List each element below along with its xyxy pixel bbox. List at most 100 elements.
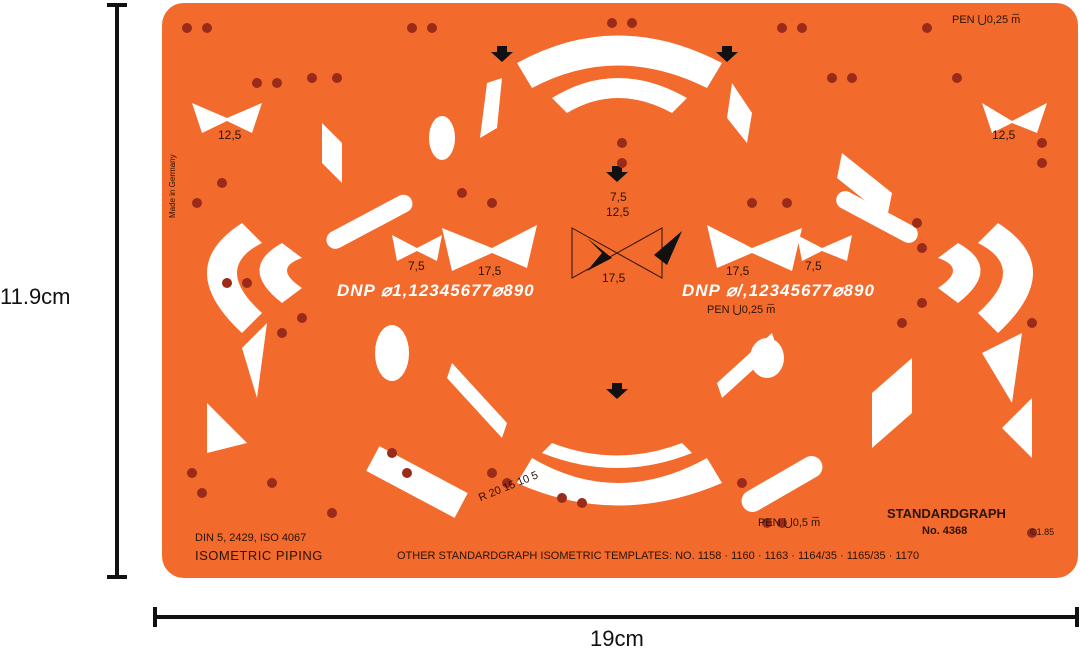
mounting-hole: [332, 73, 342, 83]
triangle-cutout: [1002, 398, 1032, 458]
right-inner-arc-cutout: [938, 243, 981, 303]
mounting-hole: [577, 498, 587, 508]
mounting-hole: [737, 478, 747, 488]
triangle-cutout: [982, 333, 1022, 403]
mounting-hole: [917, 243, 927, 253]
mounting-hole: [847, 73, 857, 83]
mounting-hole: [182, 23, 192, 33]
mounting-hole: [457, 188, 467, 198]
mounting-hole: [427, 23, 437, 33]
arrow-down-icon: [606, 383, 628, 399]
mounting-hole: [387, 448, 397, 458]
arrow-down-icon: [491, 46, 513, 62]
valve-ellipse: [375, 325, 409, 381]
mounting-hole: [242, 278, 252, 288]
mounting-hole: [827, 73, 837, 83]
mounting-hole: [922, 23, 932, 33]
left-outer-arc-cutout: [207, 223, 262, 333]
copyright-label: ©1.85: [1030, 527, 1055, 537]
bowtie-right-large: [707, 225, 802, 271]
mounting-hole: [1027, 318, 1037, 328]
mounting-hole: [407, 23, 417, 33]
bowtie-right-top: [982, 103, 1047, 133]
size-label: 17,5: [602, 271, 626, 285]
made-in-label: Made in Germany: [168, 154, 177, 218]
size-label: 7,5: [408, 259, 425, 273]
mounting-hole: [252, 78, 262, 88]
bottom-inner-arc-cutout: [542, 443, 692, 468]
triangle-cutout: [207, 403, 247, 453]
mounting-hole: [217, 178, 227, 188]
width-label: 19cm: [590, 626, 644, 651]
mounting-hole: [402, 468, 412, 478]
mounting-hole: [272, 78, 282, 88]
mounting-hole: [502, 478, 512, 488]
size-label: 12,5: [218, 128, 242, 142]
left-pipe-cutout: [326, 194, 413, 249]
top-inner-arc-cutout: [552, 78, 687, 113]
mounting-hole: [1037, 138, 1047, 148]
mounting-hole: [617, 138, 627, 148]
mounting-hole: [1027, 528, 1037, 538]
other-templates-label: OTHER STANDARDGRAPH ISOMETRIC TEMPLATES:…: [397, 550, 920, 562]
valve-ellipse: [429, 116, 455, 160]
mounting-hole: [762, 518, 772, 528]
zigzag-cutout: [717, 333, 777, 398]
top-arc-cutout: [517, 35, 722, 88]
zigzag-cutout: [447, 363, 507, 438]
mounting-hole: [1037, 158, 1047, 168]
pen-size-middle: PEN ⋃0,25 m̅: [707, 304, 776, 316]
mounting-hole: [627, 18, 637, 28]
pen-size-top: PEN ⋃0,25 m̅: [952, 14, 1021, 26]
mounting-hole: [307, 73, 317, 83]
bowtie-left-small: [392, 235, 442, 261]
mounting-hole: [192, 198, 202, 208]
arrow-down-icon: [606, 166, 628, 182]
left-inner-arc-cutout: [259, 243, 302, 303]
mounting-hole: [557, 493, 567, 503]
arrow-down-icon: [716, 46, 738, 62]
bottom-left-pipe-cutout: [366, 446, 468, 518]
bottom-right-pipe-cutout: [741, 456, 823, 512]
bowtie-right-small: [797, 235, 852, 261]
mounting-hole: [297, 313, 307, 323]
mounting-hole: [617, 158, 627, 168]
triangle-cutout: [242, 323, 267, 398]
mounting-hole: [917, 298, 927, 308]
isometric-piping-template: PEN ⋃0,25 m̅ Made in Germany 12,5 12,5 7…: [162, 3, 1078, 578]
mounting-hole: [187, 468, 197, 478]
right-pipe-cutout: [836, 191, 918, 243]
lettering-cutout-right: DNP ⌀/,12345677⌀890: [682, 281, 875, 300]
mounting-hole: [777, 23, 787, 33]
standards-label: DIN 5, 2429, ISO 4067: [195, 532, 307, 544]
center-black-triangle: [654, 231, 682, 265]
size-label: 12,5: [606, 205, 630, 219]
parallelogram-cutout: [872, 358, 912, 448]
height-label: 11.9cm: [0, 284, 71, 309]
mounting-hole: [897, 318, 907, 328]
mounting-hole: [782, 198, 792, 208]
mounting-hole: [202, 23, 212, 33]
size-label: 17,5: [478, 264, 502, 278]
brand-label: STANDARDGRAPH: [887, 506, 1006, 521]
bottom-arc-cutout: [517, 458, 722, 506]
parallelogram-cutout: [322, 123, 342, 183]
mounting-hole: [487, 198, 497, 208]
mounting-hole: [222, 278, 232, 288]
template-cutouts: [182, 18, 1047, 538]
pen-size-bottom: PEN ⋃0,5 m̅: [758, 517, 821, 529]
right-outer-arc-cutout: [978, 223, 1033, 333]
parallelogram-cutout: [837, 153, 892, 218]
size-label: 12,5: [992, 128, 1016, 142]
model-number: No. 4368: [922, 525, 968, 537]
center-black-triangle: [587, 238, 612, 271]
mounting-hole: [277, 328, 287, 338]
size-label: 17,5: [726, 264, 750, 278]
lettering-cutout-left: DNP ⌀1,12345677⌀890: [337, 281, 535, 300]
mounting-hole: [607, 18, 617, 28]
mounting-hole: [777, 518, 787, 528]
mounting-hole: [912, 218, 922, 228]
mounting-hole: [952, 73, 962, 83]
mounting-hole: [747, 198, 757, 208]
